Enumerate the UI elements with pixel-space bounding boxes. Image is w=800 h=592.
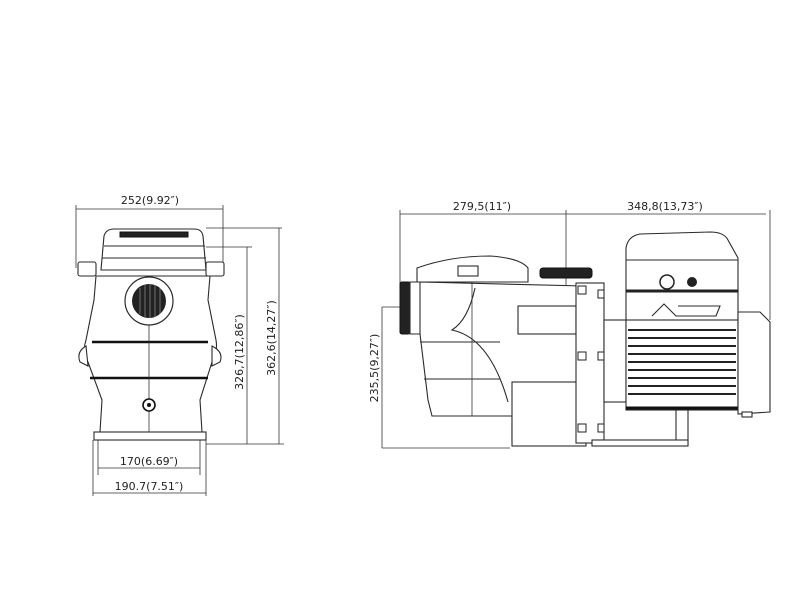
front-view: 252(9.92″) xyxy=(75,194,284,496)
dim-overall-height: 362,6(14,27″) xyxy=(265,300,278,376)
dim-inlet-height: 235,5(9,27″) xyxy=(368,334,381,403)
side-view: 279,5(11″) 348,8(13,73″) 235,5(9,27″) xyxy=(368,200,771,449)
dim-overall-width: 252(9.92″) xyxy=(121,194,179,207)
dim-pump-length: 279,5(11″) xyxy=(453,200,511,213)
dim-motor-length: 348,8(13,73″) xyxy=(627,200,703,213)
dim-base-outer-width: 190.7(7.51″) xyxy=(115,480,184,493)
dim-height-to-cover: 326,7(12,86″) xyxy=(233,314,246,390)
dim-base-inner-width: 170(6.69″) xyxy=(120,455,178,468)
